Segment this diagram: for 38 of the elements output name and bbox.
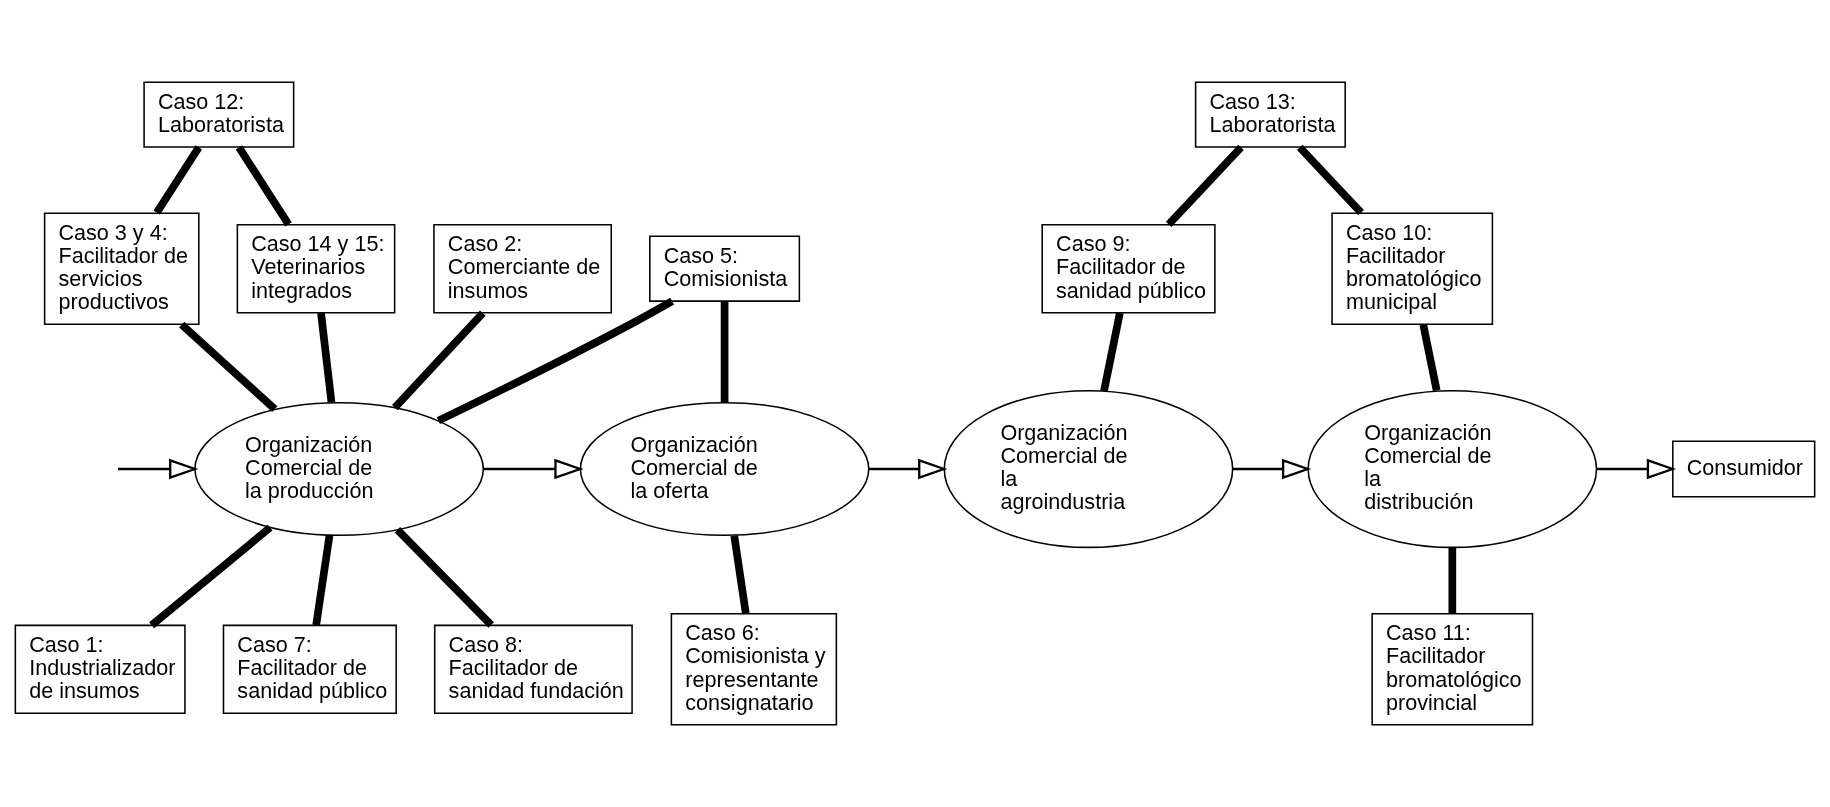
connector — [179, 321, 278, 412]
connector — [1296, 144, 1364, 216]
connector — [436, 297, 675, 425]
node-box: Caso 5: Comisionista — [649, 235, 801, 302]
node-box: Consumidor — [1672, 440, 1816, 498]
connector — [1419, 323, 1441, 392]
node-box: Caso 9: Facilitador de sanidad público — [1041, 224, 1216, 314]
node-ellipse: Organización Comercial de la oferta — [579, 401, 870, 537]
node-box: Caso 3 y 4: Facilitador de servicios productivos — [43, 212, 200, 325]
node-box: Caso 10: Facilitador bromatológico municipal — [1331, 212, 1494, 325]
node-box: Caso 14 y 15: Veterinarios integrados — [236, 224, 396, 314]
arrow — [118, 458, 199, 480]
arrow — [483, 458, 584, 480]
arrow — [868, 458, 948, 480]
node-box: Caso 1: Industrializador de insumos — [14, 624, 186, 715]
arrow — [1596, 458, 1677, 480]
node-box: Caso 2: Comerciante de insumos — [433, 224, 613, 314]
connector — [394, 527, 494, 628]
node-box: Caso 11: Facilitador bromatológico provincial — [1371, 613, 1534, 726]
connector — [392, 310, 486, 411]
node-ellipse: Organización Comercial de la agroindustria — [943, 389, 1234, 549]
node-box: Caso 8: Facilitador de sanidad fundación — [433, 624, 633, 715]
node-box: Caso 6: Comisionista y representante consignatario — [670, 613, 838, 726]
connector — [1100, 312, 1124, 392]
node-box: Caso 12: Laboratorista — [143, 81, 295, 148]
node-ellipse: Organización Comercial de la distribución — [1307, 389, 1598, 549]
connector — [1448, 547, 1457, 614]
connector — [317, 312, 336, 403]
connector — [149, 524, 273, 629]
connector — [720, 301, 729, 403]
node-box: Caso 7: Facilitador de sanidad público — [222, 624, 397, 715]
connector — [312, 535, 334, 626]
connector — [1165, 144, 1244, 228]
connector — [153, 145, 202, 215]
connector — [235, 145, 292, 227]
node-ellipse: Organización Comercial de la producción — [194, 401, 485, 537]
node-box: Caso 13: Laboratorista — [1194, 81, 1346, 148]
arrow — [1232, 458, 1312, 480]
